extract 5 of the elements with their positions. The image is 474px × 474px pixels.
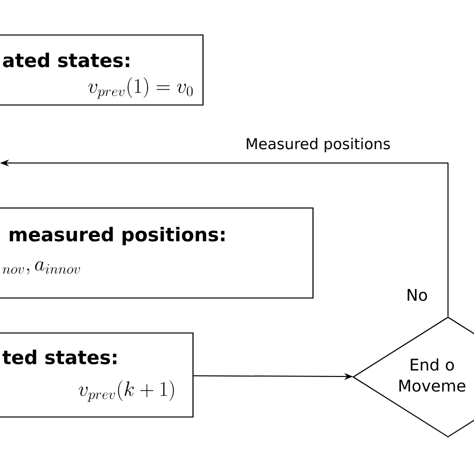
process-box: measured positions: ${}_{nov}, a_{innov}$: [0, 207, 314, 299]
branch-label: No: [408, 289, 427, 301]
edge-label: Measured positions: [244, 136, 392, 154]
process-box: ted states: $v_{prev}(k + 1)$: [0, 332, 194, 418]
process-box: ated states: $v_{prev}(1) = v_0$: [0, 34, 204, 106]
